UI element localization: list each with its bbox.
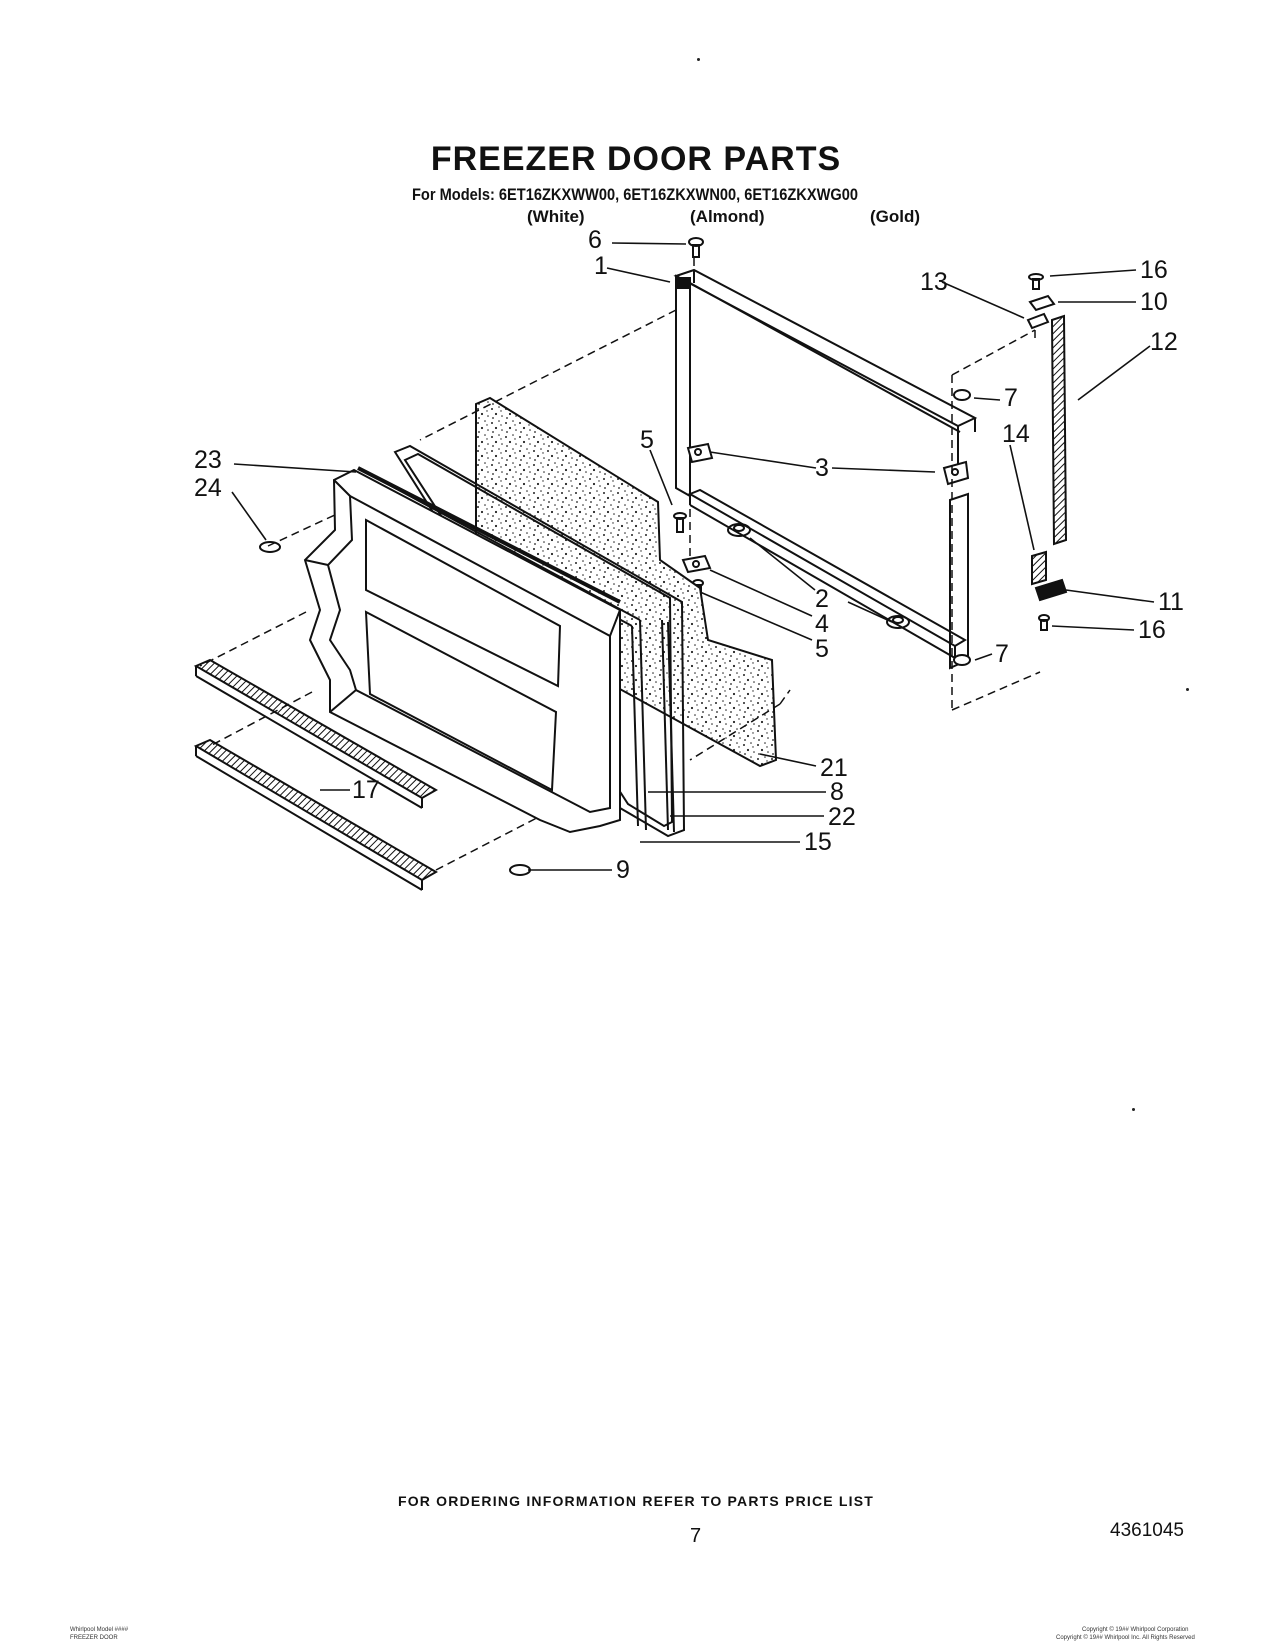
callout-7-top: 7 (1004, 384, 1018, 412)
page-title: FREEZER DOOR PARTS (430, 140, 842, 178)
callout-14: 14 (1002, 420, 1030, 448)
callout-13: 13 (920, 268, 948, 296)
callout-12: 12 (1150, 328, 1178, 356)
screw-6 (688, 237, 704, 258)
cap-7-upper (953, 389, 971, 401)
bottom-right-line-2: Copyright © 19## Whirlpool Inc. All Righ… (1056, 1635, 1195, 1641)
document-number: 4361045 (1110, 1520, 1184, 1541)
callout-6: 6 (588, 226, 602, 254)
handle-12 (1050, 314, 1068, 546)
seal-strip-23 (357, 466, 621, 604)
callout-23: 23 (194, 446, 222, 474)
callout-5-top: 5 (640, 426, 654, 454)
bottom-left-line-1: Whirlpool Model #### (70, 1627, 129, 1633)
callout-15: 15 (804, 828, 832, 856)
callout-16-bottom: 16 (1138, 616, 1166, 644)
bottom-right-line-1: Copyright © 19## Whirlpool Corporation (1082, 1627, 1189, 1633)
hinge-left (686, 442, 714, 464)
door-stop-2-left (727, 523, 751, 537)
callout-4: 4 (815, 610, 829, 638)
handle-base-14 (1031, 550, 1047, 586)
scan-speck (1186, 688, 1189, 691)
callout-10: 10 (1140, 288, 1168, 316)
callout-22: 22 (828, 803, 856, 831)
handle-screw-16-top (1028, 273, 1044, 290)
callout-24: 24 (194, 474, 222, 502)
screw-5-upper (673, 512, 687, 533)
color-gold: (Gold) (870, 207, 921, 226)
screw-9 (509, 864, 531, 876)
callout-21: 21 (820, 754, 848, 782)
color-white: (White) (527, 207, 585, 226)
breaker-strip-22 (661, 619, 675, 833)
screw-24 (259, 541, 281, 553)
callout-8: 8 (830, 778, 844, 806)
handle-cap-10 (1028, 294, 1056, 312)
handle-cap-11 (1034, 578, 1068, 602)
page-number: 7 (690, 1525, 702, 1547)
door-shelf-17-upper (193, 658, 439, 809)
color-almond: (Almond) (690, 207, 765, 226)
callout-2: 2 (815, 585, 829, 613)
callout-3: 3 (815, 454, 829, 482)
scan-speck (697, 58, 700, 61)
bottom-left-line-2: FREEZER DOOR (70, 1635, 118, 1641)
scan-speck (1132, 1108, 1135, 1111)
leader-lines (231, 242, 1155, 871)
spacer-13 (1026, 312, 1050, 330)
door-liner (303, 468, 621, 834)
door-stop-2-right (886, 615, 910, 629)
callout-11: 11 (1158, 588, 1184, 616)
hinge-right (942, 460, 970, 486)
callout-1: 1 (594, 252, 608, 280)
phantom-outline-right (689, 258, 1041, 711)
cap-7-lower (953, 654, 971, 666)
callout-17: 17 (352, 776, 380, 804)
callout-5-bottom: 5 (815, 635, 829, 663)
models-line: For Models: 6ET16ZKXWW00, 6ET16ZKXWN00, … (412, 185, 859, 204)
callout-7-bottom: 7 (995, 640, 1009, 668)
hinge-pin-4 (681, 554, 712, 574)
door-shelf-17-lower (193, 738, 438, 891)
callout-9: 9 (616, 856, 630, 884)
ordering-note: FOR ORDERING INFORMATION REFER TO PARTS … (397, 1493, 875, 1509)
callout-16-top: 16 (1140, 256, 1168, 284)
handle-screw-16-bottom (1038, 614, 1050, 631)
